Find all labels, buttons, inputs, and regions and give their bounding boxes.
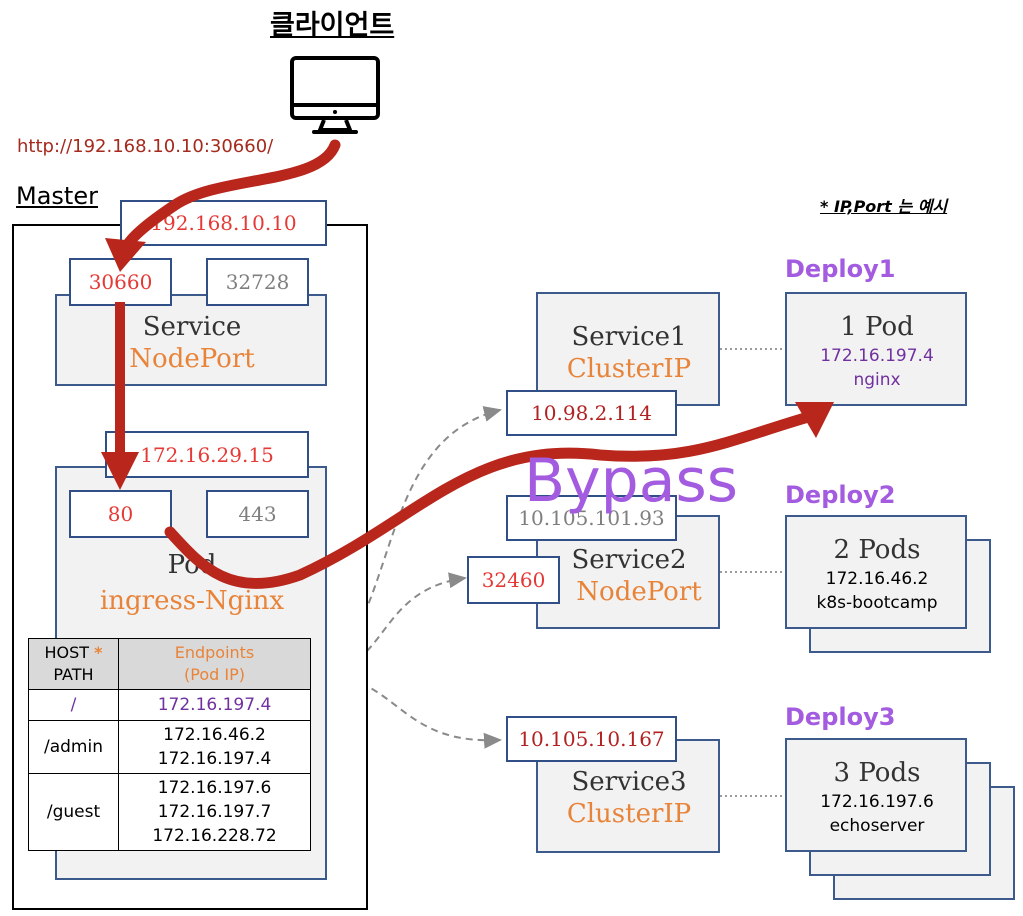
row-path: /guest xyxy=(28,773,119,851)
header-podip: (Pod IP) xyxy=(184,665,245,684)
header-path: PATH xyxy=(53,665,94,684)
row-endpoints: 172.16.197.4 xyxy=(118,689,311,721)
flow-arrowhead-deploy1 xyxy=(795,402,834,438)
deploy1-ip: 172.16.197.4 xyxy=(820,346,934,366)
route-arrow-service2 xyxy=(325,572,467,676)
master-label: Master xyxy=(16,182,98,210)
service1-box: Service1 ClusterIP xyxy=(536,292,720,406)
header-star: * xyxy=(94,643,103,662)
ingress-pod-app: ingress-Nginx xyxy=(99,586,285,616)
service2-name: Service2 xyxy=(571,545,687,575)
endpoint-ip: 172.16.197.4 xyxy=(157,749,272,769)
table-header-endpoints: Endpoints (Pod IP) xyxy=(118,638,311,690)
row-path: /admin xyxy=(28,720,119,774)
deploy1-label: Deploy1 xyxy=(785,255,896,283)
service2-nodeport: 32460 xyxy=(467,556,560,604)
client-url[interactable]: http://192.168.10.10:30660/ xyxy=(17,136,274,157)
deploy2-pod-box: 2 Pods 172.16.46.2 k8s-bootcamp xyxy=(785,515,967,629)
flow-arrow-client-to-nodeport xyxy=(119,139,341,256)
deploy1-app: nginx xyxy=(853,370,901,390)
master-node-ip: 192.168.10.10 xyxy=(120,200,327,246)
flow-arrowhead-nodeport xyxy=(105,238,146,272)
ingress-rules-table: HOST * PATH Endpoints (Pod IP) / 172.16.… xyxy=(28,638,311,851)
endpoint-ip: 172.16.46.2 xyxy=(163,725,266,745)
deploy2-app: k8s-bootcamp xyxy=(816,593,938,613)
example-note: * IP,Port 는 예시 xyxy=(820,197,948,216)
deploy1-pod-box: 1 Pod 172.16.197.4 nginx xyxy=(785,292,967,406)
nodeport-https: 32728 xyxy=(206,258,309,306)
deploy1-pods: 1 Pod xyxy=(840,312,914,342)
ingress-service-name: Service xyxy=(142,312,242,342)
bypass-label: Bypass xyxy=(524,446,739,516)
row-endpoints: 172.16.197.6 172.16.197.7 172.16.228.72 xyxy=(118,773,311,851)
service2-type: NodePort xyxy=(576,577,702,607)
deploy2-pods: 2 Pods xyxy=(833,535,921,565)
ingress-service-type: NodePort xyxy=(129,344,255,374)
pod-port-https: 443 xyxy=(206,490,309,538)
service3-type: ClusterIP xyxy=(566,799,692,829)
service1-ip: 10.98.2.114 xyxy=(506,390,677,436)
deploy2-label: Deploy2 xyxy=(785,481,896,509)
table-row: /guest 172.16.197.6 172.16.197.7 172.16.… xyxy=(28,773,311,851)
flow-arrowhead-pod xyxy=(101,452,139,490)
deploy3-pods: 3 Pods xyxy=(833,758,921,788)
deploy2-ip: 172.16.46.2 xyxy=(825,569,929,589)
service1-name: Service1 xyxy=(571,322,687,352)
deploy3-label: Deploy3 xyxy=(785,703,896,731)
table-row: /admin 172.16.46.2 172.16.197.4 xyxy=(28,720,311,774)
row-endpoints: 172.16.46.2 172.16.197.4 xyxy=(118,720,311,774)
service3-ip: 10.105.10.167 xyxy=(506,716,677,762)
service2-ip: 10.105.101.93 xyxy=(506,495,677,541)
endpoint-ip: 172.16.197.4 xyxy=(157,695,272,715)
deploy3-pod-box: 3 Pods 172.16.197.6 echoserver xyxy=(785,738,967,852)
service1-type: ClusterIP xyxy=(566,354,692,384)
header-endpoints: Endpoints xyxy=(174,643,255,662)
deploy3-ip: 172.16.197.6 xyxy=(820,792,934,812)
endpoint-ip: 172.16.228.72 xyxy=(152,826,277,846)
client-title: 클라이언트 xyxy=(270,10,395,41)
service3-name: Service3 xyxy=(571,767,687,797)
flow-arrow-bypass xyxy=(164,412,811,589)
header-host: HOST xyxy=(44,643,90,662)
monitor-icon xyxy=(290,56,380,134)
endpoint-ip: 172.16.197.7 xyxy=(157,802,272,822)
table-row: / 172.16.197.4 xyxy=(28,689,311,721)
ingress-service-box: Service NodePort xyxy=(55,294,327,386)
deploy3-app: echoserver xyxy=(829,816,925,836)
endpoint-ip: 172.16.197.6 xyxy=(157,778,272,798)
pod-port-http: 80 xyxy=(69,490,172,538)
